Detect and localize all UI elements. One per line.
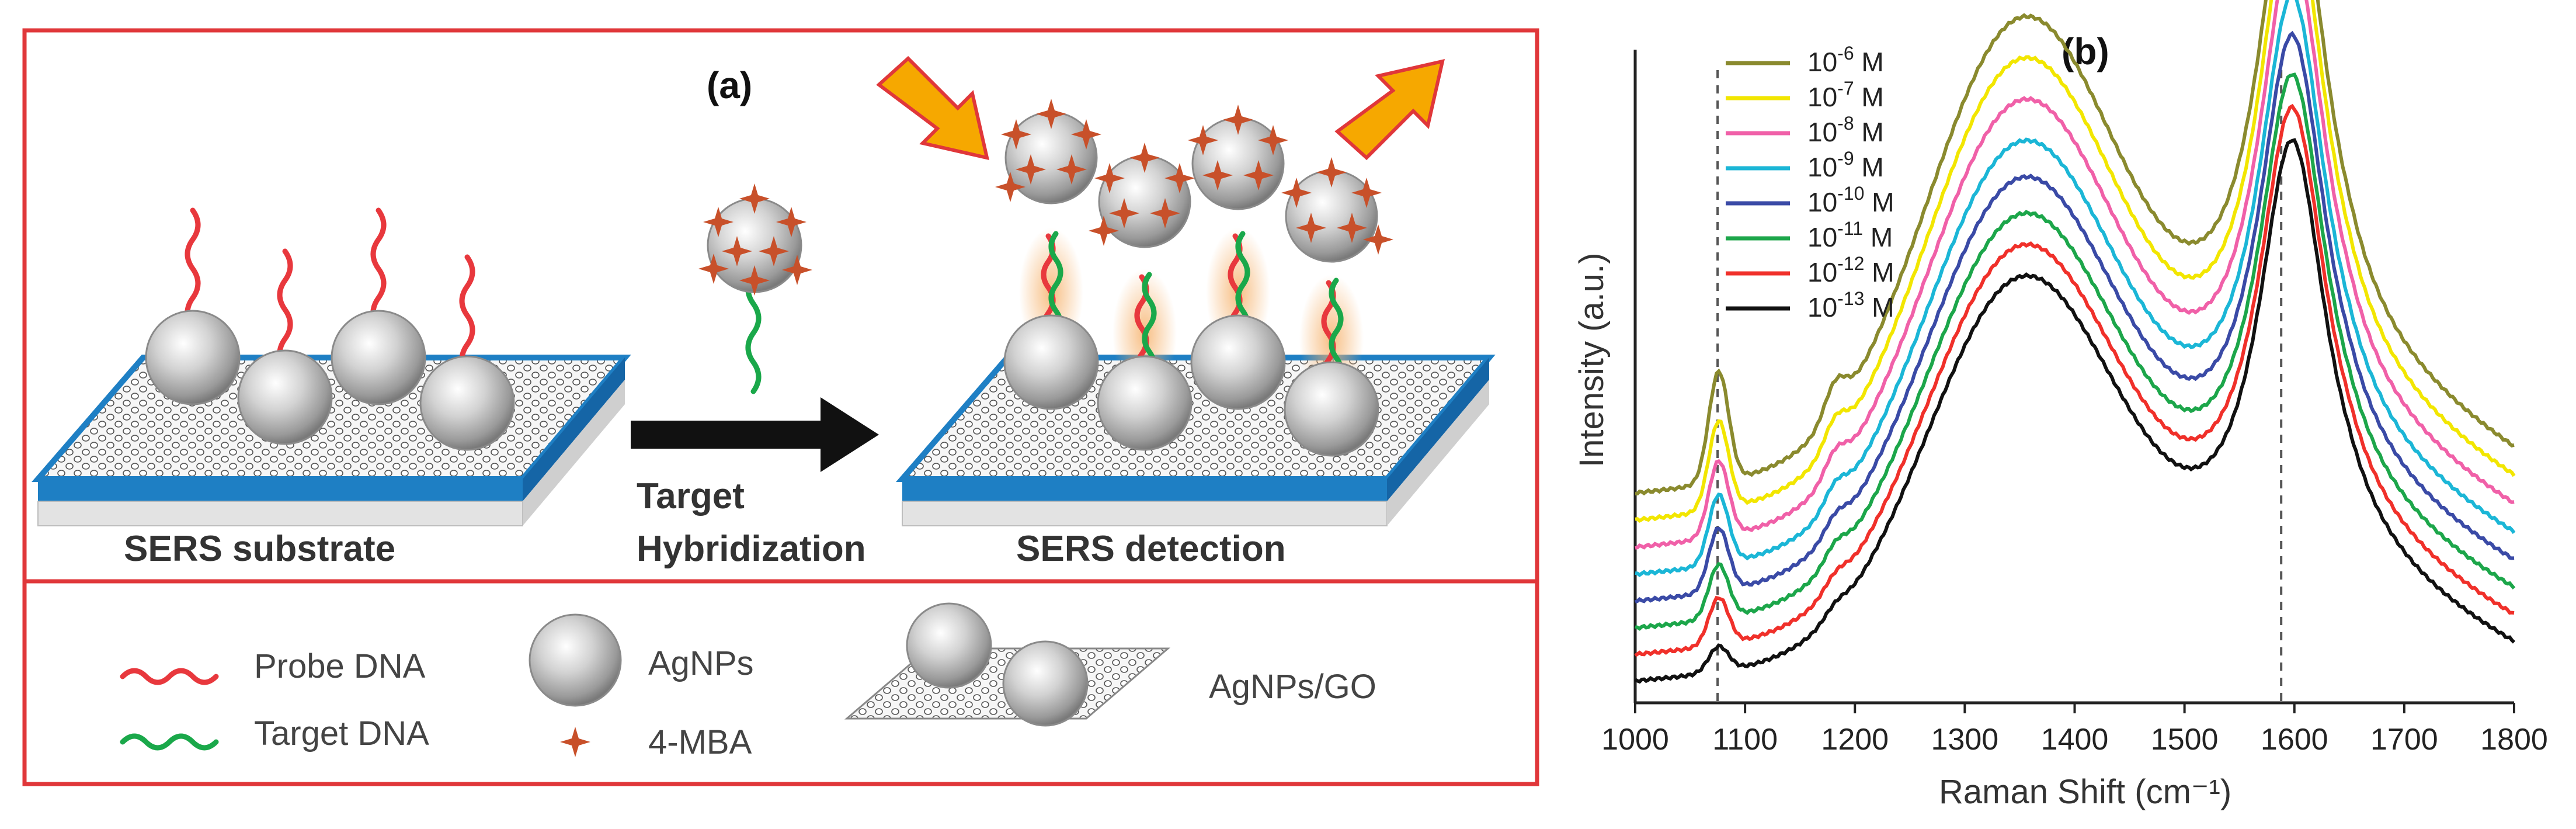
x-tick-label: 1600 bbox=[2261, 723, 2328, 757]
legend-probe-dna-text: Probe DNA bbox=[254, 647, 426, 685]
legend-probe-dna: Probe DNA bbox=[120, 647, 426, 685]
legend-agnps-go: AgNPs/GO bbox=[844, 602, 1376, 727]
spectrum-line-neg10 bbox=[1634, 30, 2515, 604]
y-axis-label: Intensity (a.u.) bbox=[1573, 253, 1611, 467]
legend-series-label: 10-10 M bbox=[1807, 183, 1894, 217]
panel-a: (a) SERS substrate bbox=[22, 28, 1539, 786]
scattered-signal-arrow bbox=[1334, 59, 1445, 161]
agnp-sphere-icon bbox=[529, 613, 622, 707]
probe-dna-strands-substrate bbox=[185, 207, 475, 377]
legend-agnps-text: AgNPs bbox=[648, 644, 754, 682]
mba-star-icon bbox=[560, 727, 590, 757]
legend-series-label: 10-9 M bbox=[1807, 148, 1884, 182]
spectrum-line-neg9 bbox=[1635, 0, 2516, 577]
legend-agnps-go-text: AgNPs/GO bbox=[1209, 668, 1376, 706]
panel-a-frame bbox=[22, 28, 1539, 786]
legend-agnps: AgNPs bbox=[529, 613, 754, 707]
panel-a-label: (a) bbox=[707, 64, 752, 106]
legend-mba: 4-MBA bbox=[560, 723, 752, 761]
target-probe-particle bbox=[698, 183, 812, 394]
sers-substrate bbox=[32, 355, 631, 526]
chart-plot-area: 1000 1100 1200 1300 1400 1500 1600 1700 1800 10-… bbox=[1601, 0, 2548, 757]
legend-series-label: 10-11 M bbox=[1807, 218, 1893, 252]
x-tick-label: 1000 bbox=[1601, 723, 1669, 757]
hybridization-label: Hybridization bbox=[637, 529, 866, 569]
target-dna-icon bbox=[120, 733, 219, 751]
hybridization-arrow bbox=[631, 397, 879, 472]
target-label: Target bbox=[637, 476, 745, 516]
legend-series-label: 10-13 M bbox=[1807, 288, 1894, 322]
spectrum-line-neg13 bbox=[1634, 138, 2516, 684]
spectrum-line-neg6 bbox=[1635, 0, 2515, 496]
spectrum-line-neg7 bbox=[1635, 0, 2516, 523]
x-tick-label: 1800 bbox=[2480, 723, 2548, 757]
spectrum-line-neg11 bbox=[1634, 72, 2516, 631]
legend-series-label: 10-7 M bbox=[1807, 78, 1884, 112]
x-tick-label: 1200 bbox=[1821, 723, 1889, 757]
legend-mba-text: 4-MBA bbox=[648, 723, 752, 761]
legend-target-dna: Target DNA bbox=[120, 714, 429, 752]
target-dna-strand bbox=[745, 272, 762, 394]
legend-series-label: 10-12 M bbox=[1807, 253, 1894, 287]
x-tick-label: 1400 bbox=[2041, 723, 2109, 757]
legend-target-dna-text: Target DNA bbox=[254, 714, 429, 752]
x-tick-label: 1700 bbox=[2370, 723, 2438, 757]
agnps-on-substrate bbox=[145, 310, 515, 451]
x-tick-label: 1500 bbox=[2151, 723, 2219, 757]
legend-series-label: 10-6 M bbox=[1807, 43, 1884, 77]
legend-series-label: 10-8 M bbox=[1807, 113, 1884, 147]
agnps-on-detection-substrate bbox=[1003, 314, 1379, 457]
sers-substrate-label: SERS substrate bbox=[124, 529, 395, 569]
x-axis-label: Raman Shift (cm⁻¹) bbox=[1939, 773, 2231, 811]
spectrum-line-neg8 bbox=[1635, 0, 2515, 550]
probe-dna-icon bbox=[120, 668, 219, 685]
spectrum-line-neg12 bbox=[1634, 103, 2515, 657]
x-tick-label: 1100 bbox=[1712, 723, 1778, 757]
x-tick-label: 1300 bbox=[1931, 723, 1999, 757]
incident-laser-arrow bbox=[876, 56, 989, 160]
sers-detection-label: SERS detection bbox=[1016, 529, 1286, 569]
